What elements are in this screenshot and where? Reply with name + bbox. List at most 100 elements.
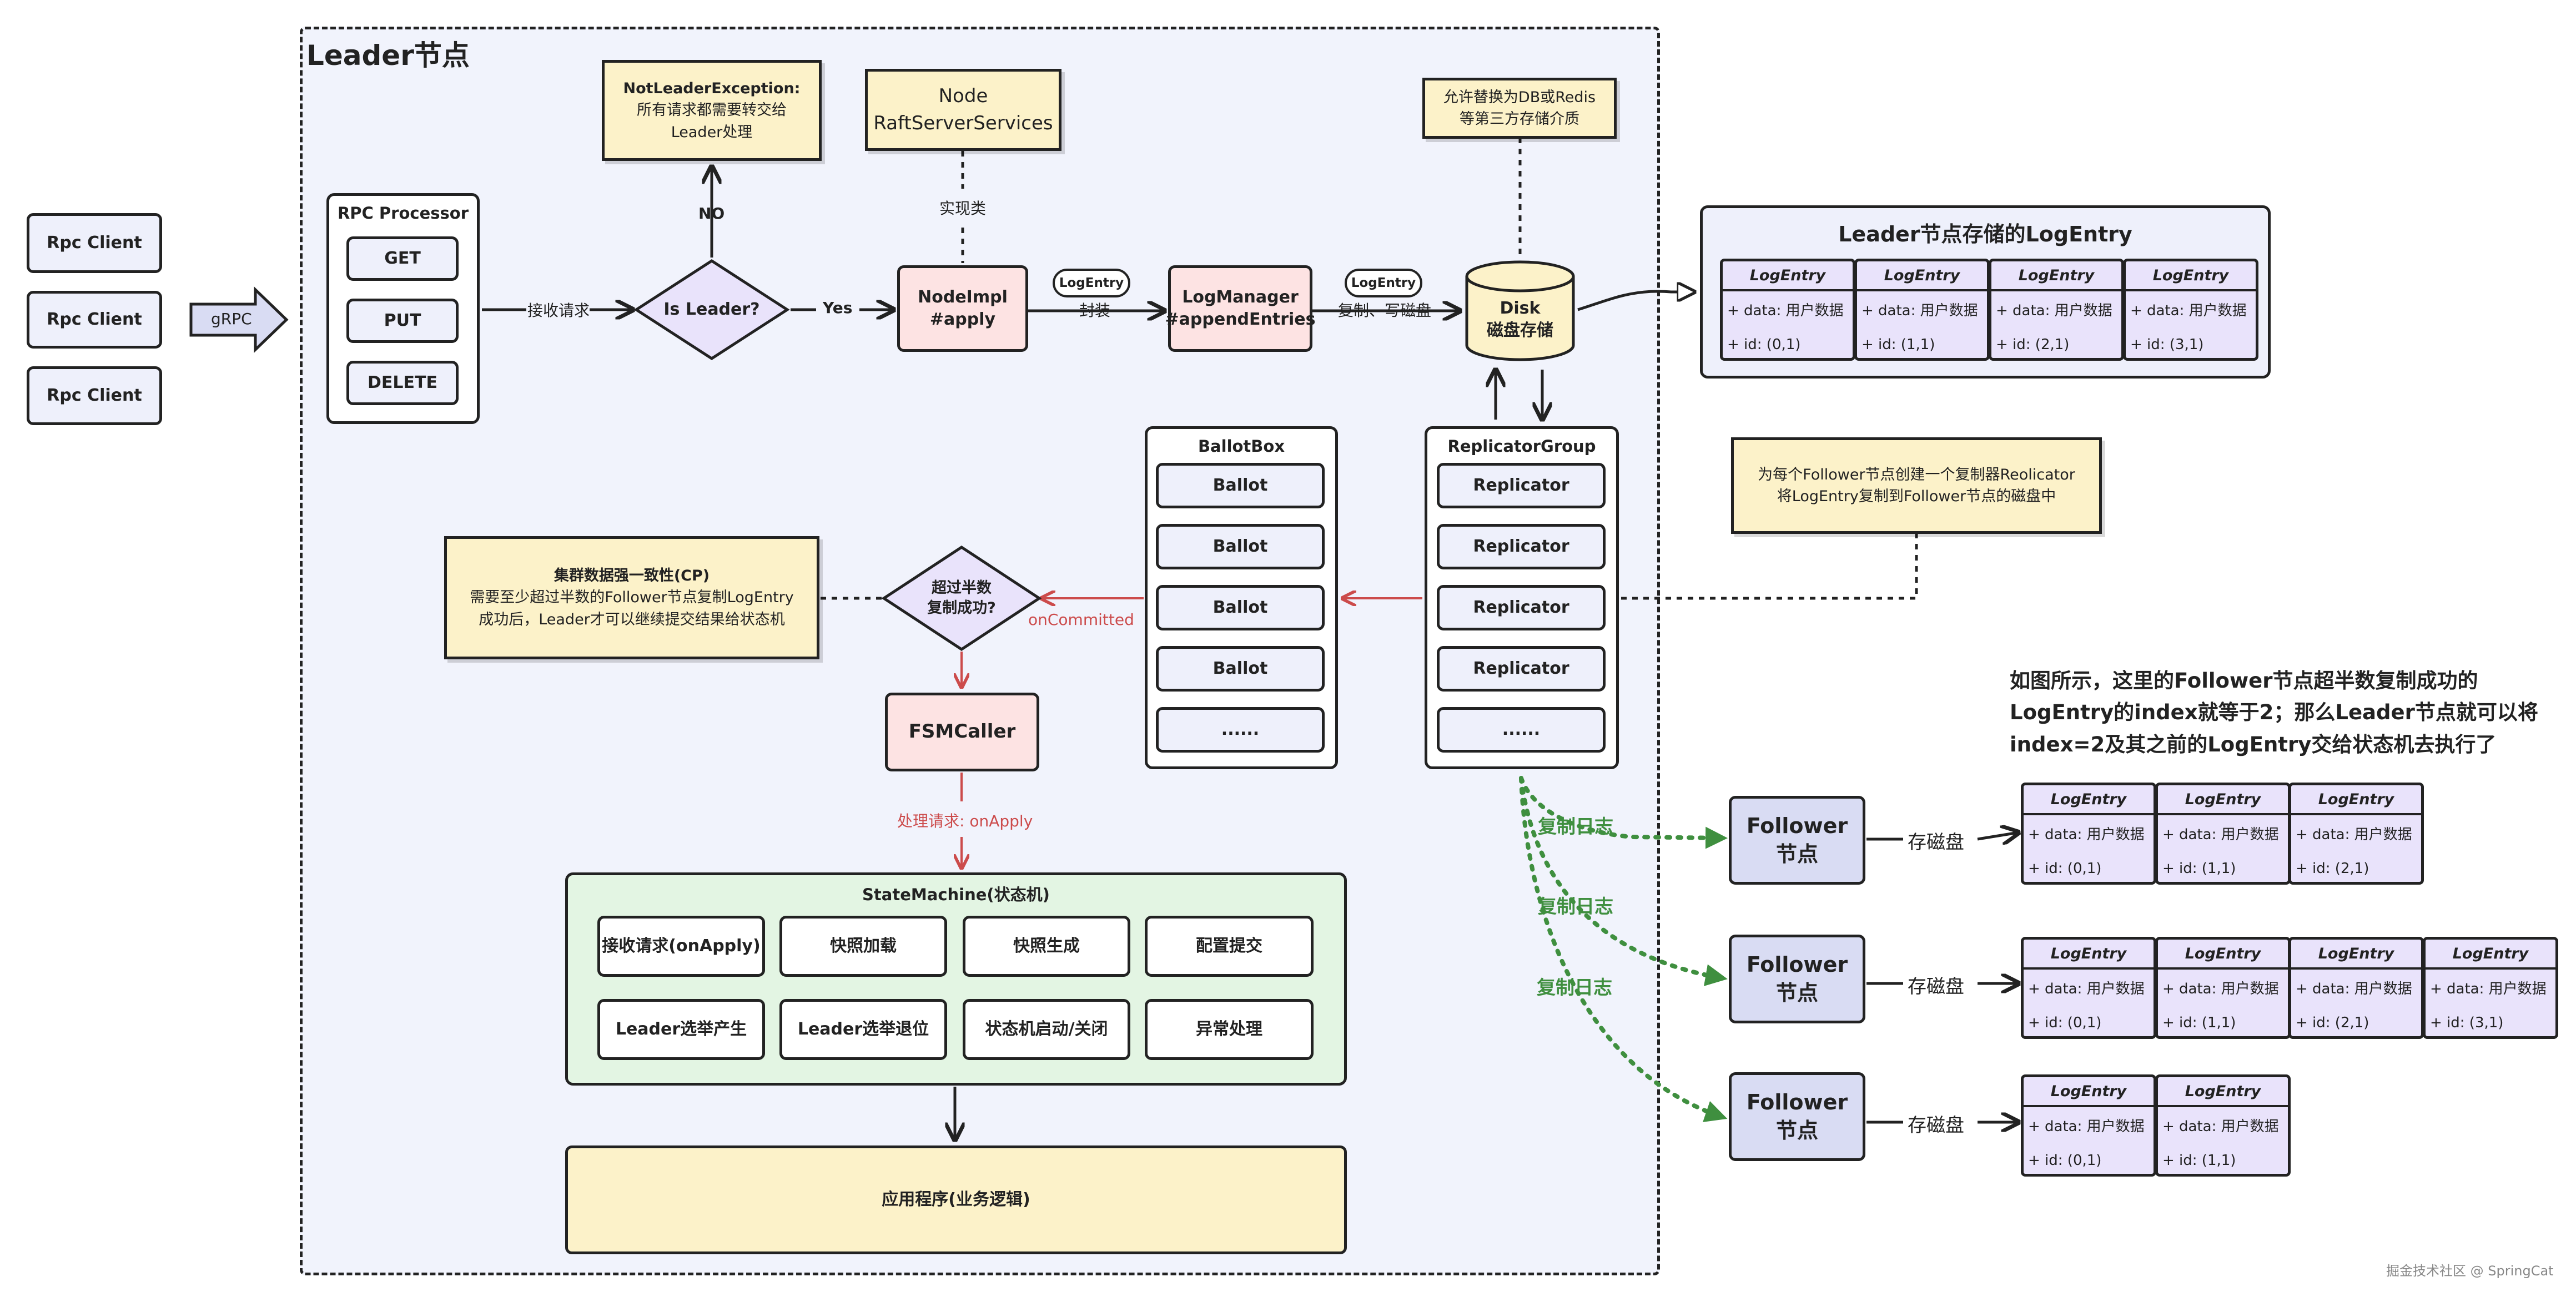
log-entry-header: LogEntry (1723, 261, 1853, 291)
consistency-note-line: 成功后，Leader才可以继续提交结果给状态机 (479, 610, 785, 628)
log-entry-pill-2: LogEntry (1345, 269, 1422, 297)
log-entry-id: + id: (1,1) (2162, 1015, 2236, 1031)
replicate-log-label-3: 复制日志 (1537, 977, 1612, 999)
not-leader-note-line: Leader处理 (671, 123, 753, 141)
log-entry-data: + data: 用户数据 (2028, 1118, 2145, 1135)
ballot-item: Ballot (1156, 646, 1325, 692)
log-entry-data: + data: 用户数据 (2162, 981, 2279, 997)
log-entry-id: + id: (1,1) (2162, 1152, 2236, 1169)
grpc-label: gRPC (211, 310, 252, 328)
disk-note: 允许替换为DB或Redis 等第三方存储介质 (1422, 78, 1617, 139)
log-entry-id: + id: (1,1) (1861, 336, 1935, 353)
log-entry-header: LogEntry (2158, 785, 2288, 815)
follower-node-2: Follower 节点 (1729, 935, 1865, 1023)
node-services-line: Node (938, 84, 988, 107)
log-entry-data: + data: 用户数据 (2296, 981, 2412, 997)
disk-cylinder (1465, 276, 1575, 361)
follower-log-entry: LogEntry+ data: 用户数据+ id: (2,1) (2288, 783, 2424, 885)
log-manager-line: #appendEntries (1165, 310, 1316, 329)
is-leader-label: Is Leader? (663, 299, 760, 319)
yes-label: Yes (823, 299, 853, 317)
log-entry-id: + id: (1,1) (2162, 860, 2236, 877)
log-entry-header: LogEntry (2024, 1077, 2154, 1107)
ballot-item: Ballot (1156, 463, 1325, 508)
process-request-label: 处理请求: onApply (897, 812, 1033, 830)
log-entry-header: LogEntry (1857, 261, 1987, 291)
not-leader-note: NotLeaderException: 所有请求都需要转交给 Leader处理 (602, 60, 822, 161)
log-entry-id: + id: (0,1) (2028, 1152, 2102, 1169)
log-entry-id: + id: (2,1) (2296, 860, 2369, 877)
rpc-get: GET (346, 236, 459, 281)
nodeimpl-line: NodeImpl (918, 287, 1008, 307)
follower-log-entry: LogEntry+ data: 用户数据+ id: (0,1) (2021, 937, 2156, 1039)
explanation-line: 如图所示，这里的Follower节点超半数复制成功的 (2010, 669, 2478, 693)
replicator-item: Replicator (1437, 585, 1606, 630)
log-entry-data: + data: 用户数据 (2430, 981, 2547, 997)
replicate-log-label-2: 复制日志 (1538, 896, 1613, 918)
ballot-item: ...... (1156, 707, 1325, 753)
replicator-item: ...... (1437, 707, 1606, 753)
log-entry-header: LogEntry (2158, 1077, 2288, 1107)
sm-item: 接收请求(onApply) (597, 916, 765, 977)
replicator-item: Replicator (1437, 646, 1606, 692)
follower-log-entry: LogEntry+ data: 用户数据+ id: (2,1) (2288, 937, 2424, 1039)
replicator-note-line: 为每个Follower节点创建一个复制器Reolicator (1758, 466, 2075, 483)
on-committed-label: onCommitted (1028, 610, 1134, 629)
state-machine-title: StateMachine(状态机) (862, 885, 1050, 904)
is-leader-diamond (633, 259, 790, 360)
node-services-line: RaftServerServices (873, 112, 1053, 134)
log-entry-id: + id: (3,1) (2430, 1015, 2504, 1031)
log-entry-data: + data: 用户数据 (1861, 302, 1978, 319)
ballot-box-title: BallotBox (1198, 437, 1285, 456)
log-entry-pill-1: LogEntry (1053, 269, 1130, 297)
sm-item: 异常处理 (1145, 999, 1314, 1060)
rpc-put: PUT (346, 299, 459, 343)
leader-log-title: Leader节点存储的LogEntry (1838, 222, 2132, 246)
sm-item: 快照加载 (779, 916, 947, 977)
rpc-processor-title: RPC Processor (337, 204, 469, 223)
explanation-text: 如图所示，这里的Follower节点超半数复制成功的 LogEntry的inde… (2010, 665, 2538, 760)
log-entry-header: LogEntry (2158, 940, 2288, 970)
log-entry-id: + id: (0,1) (2028, 860, 2102, 877)
nodeimpl-box: NodeImpl #apply (897, 265, 1028, 352)
log-entry-header: LogEntry (2024, 785, 2154, 815)
ballot-item: Ballot (1156, 524, 1325, 569)
disk-note-line: 允许替换为DB或Redis (1443, 88, 1596, 106)
ballot-item: Ballot (1156, 585, 1325, 630)
rpc-client-2: Rpc Client (27, 291, 162, 349)
receive-request-label: 接收请求 (527, 301, 590, 320)
follower-log-entry: LogEntry + data: 用户数据 + id: (1,1) (2155, 937, 2291, 1039)
log-manager-box: LogManager #appendEntries (1165, 265, 1316, 352)
leader-log-entry: LogEntry + data: 用户数据 + id: (1,1) (1854, 259, 1990, 361)
follower-line: 节点 (1775, 842, 1818, 866)
log-entry-header: LogEntry (2426, 940, 2555, 970)
leader-title: Leader节点 (306, 39, 470, 72)
follower-line: Follower (1746, 952, 1848, 977)
grpc-arrow-shape (189, 286, 289, 353)
sm-item: Leader选举退位 (779, 999, 947, 1060)
copy-write-label: 复制、写磁盘 (1338, 301, 1432, 320)
log-entry-header: LogEntry (1991, 261, 2121, 291)
explanation-line: LogEntry的index就等于2；那么Leader节点就可以将 (2010, 700, 2538, 725)
leader-log-entry: LogEntry+ data: 用户数据+ id: (0,1) (1720, 259, 1855, 361)
replicator-note: 为每个Follower节点创建一个复制器Reolicator 将LogEntry… (1731, 437, 2102, 534)
log-entry-id: + id: (2,1) (2296, 1015, 2369, 1031)
log-entry-id: + id: (3,1) (2130, 336, 2204, 353)
follower-log-entry: LogEntry+ data: 用户数据+ id: (1,1) (2155, 1074, 2291, 1177)
rpc-delete: DELETE (346, 361, 459, 405)
no-label: NO (698, 204, 725, 223)
encapsulate-label: 封装 (1079, 301, 1111, 320)
majority-line: 超过半数 (932, 579, 992, 597)
store-disk-label-2: 存磁盘 (1908, 976, 1964, 998)
log-entry-header: LogEntry (2291, 785, 2421, 815)
log-entry-id: + id: (0,1) (1727, 336, 1801, 353)
replicate-log-label-1: 复制日志 (1538, 816, 1613, 838)
consistency-note-title: 集群数据强一致性(CP) (554, 567, 710, 585)
log-entry-data: + data: 用户数据 (2130, 302, 2247, 319)
sm-item: 配置提交 (1145, 916, 1314, 977)
fsm-caller: FSMCaller (885, 693, 1039, 771)
follower-log-entry: LogEntry + data: 用户数据 + id: (3,1) (2423, 937, 2558, 1039)
follower-line: Follower (1746, 813, 1848, 838)
sm-item: 状态机启动/关闭 (963, 999, 1130, 1060)
